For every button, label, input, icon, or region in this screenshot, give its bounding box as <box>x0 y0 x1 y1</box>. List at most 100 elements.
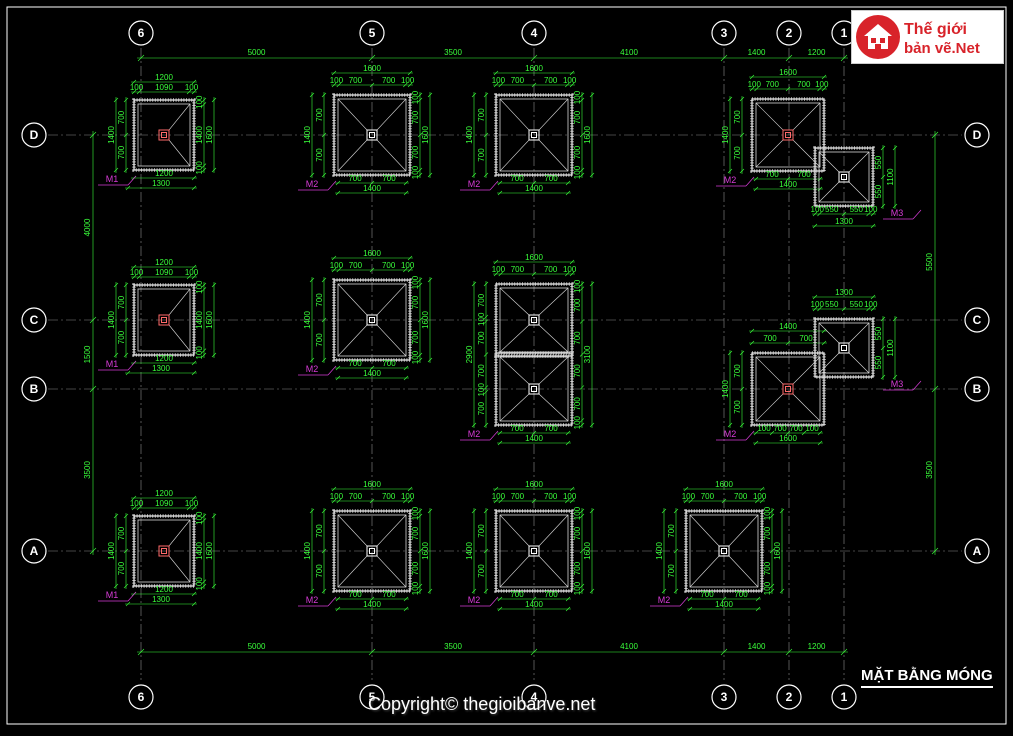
footing-m2-5-dim-top2-label-2: 700 <box>734 492 748 501</box>
footing-m1-0-dim-top-label-0: 1200 <box>155 73 173 82</box>
axis-left-D-label: D <box>30 128 39 142</box>
footing-m2-4-tag: M2 <box>468 595 481 605</box>
footing-m2-combined-dim-left2-label-1: 100 <box>477 312 486 326</box>
footing-m1-1-dim-bot2-tick-1 <box>191 370 197 376</box>
footing-m2-5-dim-left2-label-0: 700 <box>667 524 676 538</box>
footing-m1-0-dim-top-tick-0 <box>131 79 137 85</box>
footing-m2-0-dim-top2-tick-0 <box>331 82 337 88</box>
footing-m2-4 <box>494 509 574 593</box>
footing-m1-0-dim-bot2-tick-1 <box>191 185 197 191</box>
footing-m2-1-dim-bot-label-1: 700 <box>544 174 558 183</box>
footing-m2-3-dim-top-tick-1 <box>407 486 413 492</box>
footing-m3-1-dim-top2-tick-3 <box>866 306 871 312</box>
footing-m1-2-diag-2 <box>168 555 191 583</box>
footing-m2-right-1-dim-bot-tick-2 <box>785 430 791 436</box>
footing-m2-combined-dim-bot-tick-1 <box>531 430 537 436</box>
footing-m2-1-dim-bot-tick-2 <box>565 180 571 186</box>
footing-m2-right-1-dim-bot2-tick-1 <box>817 440 823 446</box>
footing-m2-4-dim-top2-tick-2 <box>531 498 537 504</box>
footing-m2-4-dim-right-tick-2 <box>579 548 585 554</box>
footing-m2-4-dim-top2-label-3: 100 <box>563 492 577 501</box>
footing-m3-0-dim-right-tick-1 <box>880 174 886 180</box>
footing-m1-1-diag-2 <box>168 324 191 352</box>
footing-m2-3-dim-right-tick-1 <box>417 513 423 519</box>
footing-m1-0-dim-top-tick-1 <box>191 79 197 85</box>
footing-m2-combined-upper-diag-0 <box>499 287 530 316</box>
footing-m3-1-dim-right2-label-0: 1100 <box>886 339 895 357</box>
footing-m3-1-dim-top-tick-0 <box>812 294 818 300</box>
footing-m2-3-dim-right-tick-4 <box>417 588 423 594</box>
footing-m1-2-dim-top-tick-1 <box>191 495 197 501</box>
footing-m1-0 <box>132 98 196 172</box>
footing-m2-combined-dim-right-tick-0 <box>579 281 585 287</box>
footing-m2-combined-lower <box>494 351 574 427</box>
footing-m1-0-dim-right-label-2: 100 <box>195 161 204 175</box>
axis-bottom-2-label: 2 <box>786 690 793 704</box>
footing-m2-0-dim-bot-label-0: 700 <box>348 174 362 183</box>
footing-m2-2-dim-bot-tick-2 <box>403 365 409 371</box>
footing-m2-5-dim-left2-label-1: 700 <box>667 564 676 578</box>
footing-m2-1-diag-3 <box>499 139 530 172</box>
footing-m2-1-dim-left2-tick-2 <box>483 172 489 178</box>
footing-m2-1-dim-top2-label-2: 700 <box>544 76 558 85</box>
footing-m2-4-dim-right-label-2: 700 <box>573 561 582 575</box>
axis-top-3-label: 3 <box>721 26 728 40</box>
footing-m2-0-column <box>366 129 378 141</box>
footing-m1-1-dim-top-tick-0 <box>131 264 137 270</box>
footing-m2-4-dim-bot-tick-2 <box>565 596 571 602</box>
footing-m1-1-dim-bot-tick-1 <box>191 360 197 366</box>
footing-m2-1-dim-left-label-0: 1400 <box>465 126 474 144</box>
footing-m2-0-diag-3 <box>337 139 368 172</box>
footing-m3-1-tag-leader <box>912 380 922 391</box>
footing-m3-0-dim-bot2-tick-1 <box>870 223 876 229</box>
footing-m2-right-0-tag: M2 <box>724 175 737 185</box>
footing-m1-0-outer <box>133 99 195 171</box>
footing-m2-5-diag-1 <box>728 514 759 547</box>
footing-m2-combined-dim-right-label-5: 100 <box>573 415 582 429</box>
footing-m1-1-dim-right-label-1: 1400 <box>195 311 204 329</box>
footing-m2-0-dim-left-label-0: 1400 <box>303 126 312 144</box>
footing-m3-0-dim-right2-label-0: 1100 <box>886 168 895 186</box>
footing-m3-0-outer <box>814 147 874 207</box>
footing-m2-4-dim-bot2-tick-1 <box>565 606 571 612</box>
footing-m3-1-outer <box>814 318 874 378</box>
footing-m2-1-dim-top2-tick-4 <box>569 82 575 88</box>
footing-m2-0-dim-right2-tick-1 <box>427 172 433 178</box>
footing-m2-2-diag-2 <box>376 324 407 357</box>
footing-m2-4-dim-left2-tick-2 <box>483 588 489 594</box>
footing-m2-5-dim-bot-tick-1 <box>721 596 727 602</box>
footing-m2-5-dim-top2-tick-0 <box>683 498 689 504</box>
footing-m1-2-dim-bot-label-0: 1200 <box>155 585 173 594</box>
footing-m1-0-diag-1 <box>168 103 191 131</box>
footing-m2-2-dim-left-tick-1 <box>309 357 315 363</box>
site-logo[interactable]: Thế giới bản vẽ.Net <box>851 10 1004 64</box>
footing-m1-2-dim-top2-tick-0 <box>131 505 137 511</box>
footing-m2-3-dim-bot-label-1: 700 <box>382 590 396 599</box>
footing-m2-1-dim-bot-tick-1 <box>531 180 537 186</box>
footing-m1-1-dim-left2-label-1: 700 <box>117 330 126 344</box>
footing-m3-0 <box>813 146 875 208</box>
footing-m1-0-dim-left2-tick-2 <box>123 167 129 173</box>
footing-m1-2-dim-bot-tick-1 <box>191 591 197 597</box>
footing-m1-2-dim-right-tick-1 <box>201 518 207 523</box>
footing-m2-combined-dim-right-tick-1 <box>579 286 585 291</box>
span-bottom-label-0: 5000 <box>248 642 266 651</box>
footing-m1-0-dim-right-label-1: 1400 <box>195 126 204 144</box>
copyright-watermark: Copyright© thegioibanve.net <box>368 694 596 714</box>
footing-m2-1-inner <box>499 98 569 172</box>
axis-top-4-bubble <box>521 20 547 46</box>
footing-m2-combined-dim-bot-label-0: 700 <box>510 424 524 433</box>
footing-m2-3-dim-right-label-3: 100 <box>411 581 420 595</box>
footing-m1-2-dim-right2-tick-1 <box>211 583 217 589</box>
footing-m2-right-1-dim-bot-label-3: 100 <box>805 424 819 433</box>
footing-m2-combined-dim-right-label-0: 100 <box>573 279 582 293</box>
footing-m2-5-outer <box>685 510 763 592</box>
footing-m2-0-dim-bot-label-1: 700 <box>382 174 396 183</box>
axis-right-D-bubble <box>964 122 990 148</box>
footing-m2-right-0-dim-top2-tick-4 <box>821 86 827 92</box>
footing-m3-1-dim-right2-tick-0 <box>892 316 898 322</box>
footing-m2-combined-dim-left-tick-1 <box>471 422 477 428</box>
footing-m1-1-column-inner <box>161 317 167 323</box>
